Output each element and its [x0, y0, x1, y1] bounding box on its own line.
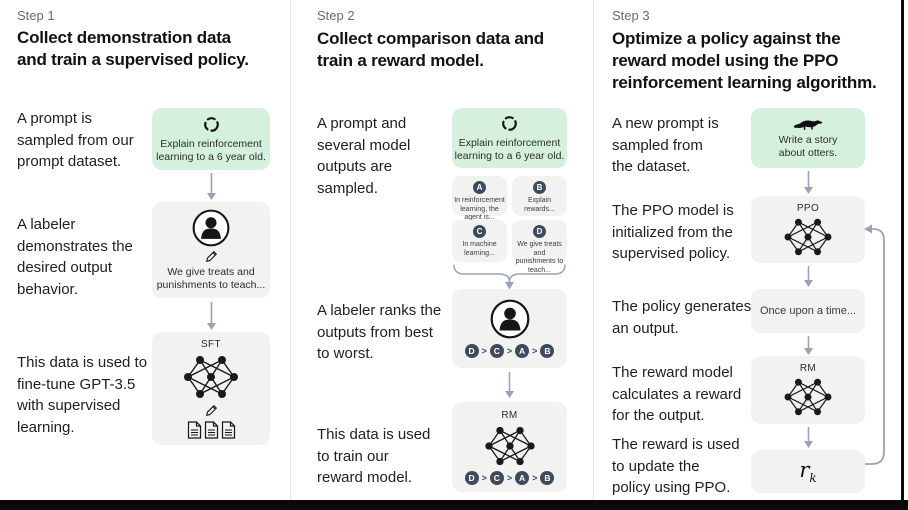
cycle-icon: [203, 116, 219, 132]
otter-icon: [793, 120, 823, 130]
output-badge-c: C: [473, 225, 486, 238]
rank-separator: >: [532, 472, 538, 483]
neural-network-icon: [484, 426, 535, 465]
caption-reward-calc: The reward model calculates a reward for…: [612, 364, 742, 424]
neural-network-icon: [784, 378, 832, 416]
caption-train-reward-model: This data is used to train our reward mo…: [317, 426, 431, 486]
caption-outputs-sampled: A prompt and several model outputs are s…: [317, 115, 411, 197]
output-box-d: D We give treats and punishments to teac…: [512, 220, 567, 274]
step-3-label: Step 3: [612, 8, 650, 23]
neural-network-icon: [184, 355, 238, 398]
caption-finetune: This data is used to fine-tune GPT-3.5 w…: [17, 354, 148, 436]
pencil-icon: [205, 250, 217, 262]
rm-model-box-step3: RM: [751, 356, 865, 424]
rank-badge: A: [515, 344, 530, 358]
step-2-title: Collect comparison data and train a rewa…: [317, 29, 544, 70]
output-text-b: Explain rewards...: [524, 197, 555, 213]
arrow-down-icon: [207, 302, 216, 330]
prompt-box-step3: Write a story about otters.: [751, 108, 865, 168]
labeler-demo-text: We give treats and punishments to teach.…: [156, 265, 266, 291]
arrow-down-icon: [804, 171, 813, 194]
rank-badge: D: [464, 470, 479, 485]
rm-model-box-step2: RM D > C > A: [452, 402, 567, 492]
output-box-a: A In reinforcement learning, the agent i…: [452, 176, 507, 221]
caption-reward-update: The reward is used to update the policy …: [612, 436, 740, 496]
column-divider-1: [290, 0, 291, 500]
prompt-box-step1: Explain reinforcement learning to a 6 ye…: [152, 108, 270, 170]
output-text-d: We give treats and punishments to teach.…: [515, 241, 564, 274]
output-box-c: C In machine learning...: [452, 220, 507, 262]
rm-label: RM: [501, 409, 518, 421]
rank-separator: >: [532, 346, 538, 356]
rank-badge: A: [515, 470, 530, 485]
neural-network-icon: [784, 218, 832, 255]
output-badge-b: B: [533, 181, 546, 194]
arrow-down-icon: [804, 266, 813, 287]
reward-subscript: k: [809, 471, 817, 486]
ranking-order: D > C > A > B: [464, 470, 555, 485]
arrow-down-icon: [207, 173, 216, 200]
reward-symbol: r: [799, 457, 810, 482]
reward-value-box: rk: [751, 450, 865, 493]
caption-ppo-init: The PPO model is initialized from the su…: [612, 202, 734, 262]
prompt-text-step2: Explain reinforcement learning to a 6 ye…: [454, 136, 565, 162]
output-text-c: In machine learning...: [462, 241, 497, 257]
ranking-box: D > C > A > B: [452, 289, 567, 368]
caption-labeler-demonstrates: A labeler demonstrates the desired outpu…: [17, 216, 133, 298]
ppo-model-box: PPO: [751, 196, 865, 263]
brace-icon: [453, 264, 566, 290]
column-divider-2: [593, 0, 594, 500]
policy-output-text: Once upon a time...: [760, 304, 856, 317]
ranking-order: D > C > A > B: [464, 344, 555, 358]
rank-separator: >: [481, 346, 487, 356]
step-2-label: Step 2: [317, 8, 355, 23]
arrow-down-icon: [804, 336, 813, 355]
loop-arrow-icon: [864, 224, 885, 465]
sft-model-box: SFT: [152, 332, 270, 445]
output-badge-d: D: [533, 225, 546, 238]
sft-label: SFT: [200, 338, 222, 350]
caption-policy-generates: The policy generates an output.: [612, 298, 752, 337]
rank-badge: D: [464, 344, 479, 358]
person-icon: [490, 299, 529, 339]
rank-separator: >: [481, 472, 487, 483]
output-badge-a: A: [473, 181, 486, 194]
cycle-icon: [502, 115, 517, 131]
step-3-title: Optimize a policy against the reward mod…: [612, 29, 877, 92]
rm-label: RM: [799, 363, 817, 374]
caption-labeler-ranks: A labeler ranks the outputs from best to…: [317, 302, 442, 362]
reward-value: rk: [799, 458, 816, 485]
ppo-label: PPO: [796, 202, 820, 214]
rank-badge: C: [489, 344, 504, 358]
prompt-box-step2: Explain reinforcement learning to a 6 ye…: [452, 108, 567, 168]
bottom-border: [0, 500, 908, 510]
rank-separator: >: [506, 346, 513, 356]
arrow-down-icon: [505, 372, 514, 398]
rank-separator: >: [506, 472, 513, 483]
labeler-box-step1: We give treats and punishments to teach.…: [152, 202, 270, 298]
arrow-down-icon: [804, 427, 813, 448]
rank-badge: B: [540, 470, 555, 485]
right-border: [901, 0, 904, 510]
policy-output-box: Once upon a time...: [751, 289, 865, 333]
prompt-text-step1: Explain reinforcement learning to a 6 ye…: [156, 137, 266, 163]
step-1-label: Step 1: [17, 8, 55, 23]
prompt-text-step3: Write a story about otters.: [778, 134, 838, 159]
rank-badge: B: [540, 344, 555, 358]
rank-badge: C: [489, 470, 504, 485]
caption-new-prompt: A new prompt is sampled from the dataset…: [612, 115, 719, 175]
output-text-a: In reinforcement learning, the agent is.…: [454, 197, 505, 221]
person-icon: [192, 209, 230, 246]
output-box-b: B Explain rewards...: [512, 176, 567, 216]
step-1-title: Collect demonstration data and train a s…: [17, 28, 249, 69]
caption-prompt-sampled: A prompt is sampled from our prompt data…: [17, 110, 134, 170]
documents-icon: [187, 420, 236, 439]
pencil-icon: [205, 404, 217, 416]
